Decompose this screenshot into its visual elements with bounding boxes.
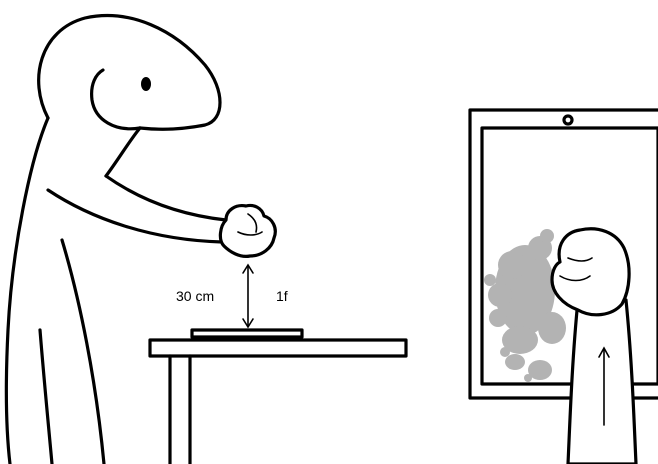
stick-figure (6, 16, 226, 464)
forearm (568, 300, 636, 464)
figure-neck (106, 128, 140, 176)
fist-upward (552, 229, 629, 315)
figure-front (62, 240, 104, 464)
figure-arm-top (106, 176, 226, 220)
force-label: 1f (276, 288, 288, 304)
height-arrow (243, 265, 253, 327)
phone-on-table (192, 330, 302, 337)
figure-leg (40, 330, 52, 464)
height-label: 30 cm (176, 288, 214, 304)
fist-shape (220, 205, 275, 256)
table (150, 330, 406, 464)
table-top (150, 340, 406, 356)
raised-fist (220, 205, 275, 256)
figure-back (6, 118, 48, 464)
figure-cheek (92, 70, 140, 129)
figure-eye (141, 77, 151, 91)
figure-head (39, 16, 220, 130)
